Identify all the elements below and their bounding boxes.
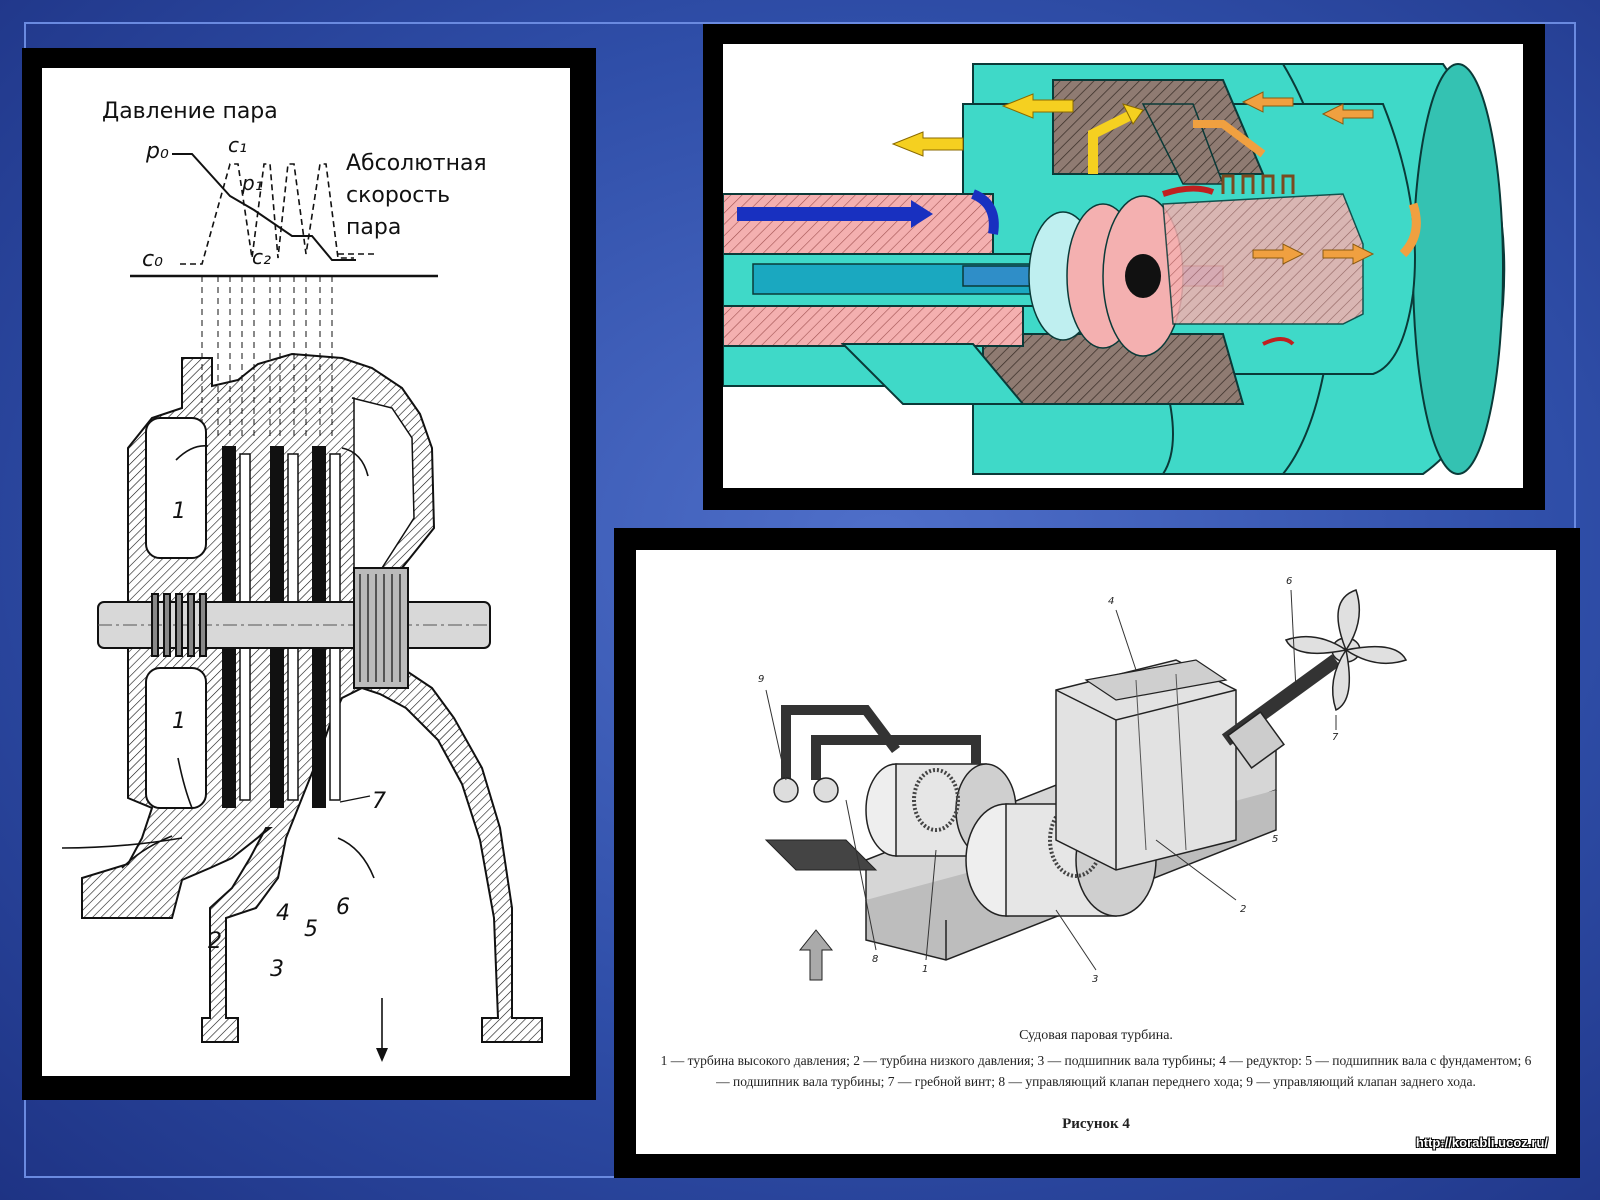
part-label-4: 4 <box>1108 596 1114 607</box>
control-plate <box>764 839 878 871</box>
turbine-cutaway-svg <box>723 63 1506 475</box>
figure-number-label: Рисунок 4 <box>1062 1116 1130 1132</box>
forward-valve <box>813 777 839 803</box>
turbine-cutaway-panel <box>703 24 1545 510</box>
pressure-curve <box>172 153 356 261</box>
part-label-1: 1 <box>922 964 928 975</box>
part-number-5: 5 <box>304 917 318 942</box>
part-number-2: 2 <box>208 929 222 954</box>
p1-label: p₁ <box>241 171 263 195</box>
part-label-3: 3 <box>1092 974 1098 985</box>
turbine-section-drawing: Давление пара p₀ c₁ p₁ c₀ c₂ Абсолютная … <box>42 68 570 1076</box>
part-label-8: 8 <box>872 954 878 965</box>
steam-inlet-arrow <box>798 929 834 981</box>
c0-label: c₀ <box>142 247 163 272</box>
part-number-3: 3 <box>270 957 284 982</box>
part-label-6: 6 <box>1286 576 1292 587</box>
steam-chest-upper <box>145 417 207 559</box>
turbine-cutaway-drawing <box>723 44 1523 488</box>
part-label-5: 5 <box>1272 834 1278 845</box>
part-label-7: 7 <box>1332 732 1339 743</box>
gearbox <box>1055 659 1237 871</box>
abs-velocity-line1: Абсолютная <box>346 151 487 176</box>
internal-flow-arrows <box>1193 91 1421 265</box>
marine-turbine-panel: 9 4 6 7 5 2 3 1 8 Судовая паровая турбин… <box>614 528 1580 1178</box>
part-label-9: 9 <box>758 674 764 685</box>
part-number-6: 6 <box>336 895 350 920</box>
rotor-wheels <box>1028 195 1184 357</box>
steam-piping <box>781 705 981 780</box>
steam-chest-lower <box>145 667 207 809</box>
c1-label: c₁ <box>228 133 247 157</box>
reverse-valve <box>773 777 799 803</box>
blade-rows <box>1221 174 1295 194</box>
exhaust-flow-arrows <box>891 93 1144 174</box>
abs-velocity-line2: скорость <box>346 183 450 208</box>
figure-caption-title: Судовая паровая турбина. <box>1019 1028 1173 1043</box>
p0-label: p₀ <box>145 139 169 164</box>
source-watermark: http://korabli.ucoz.ru/ <box>1415 1135 1548 1150</box>
part-number-4: 4 <box>276 901 290 926</box>
steam-pressure-label: Давление пара <box>102 99 278 124</box>
inlet-pipe <box>723 193 994 255</box>
labyrinth-seal <box>151 593 207 657</box>
leader-lines <box>765 589 1337 971</box>
part-number-1b: 1 <box>172 709 186 734</box>
part-number-7: 7 <box>372 789 386 814</box>
figure-caption-legend: 1 — турбина высокого давления; 2 — турби… <box>660 1053 1532 1089</box>
velocity-curve <box>180 163 354 265</box>
propeller <box>1284 589 1408 712</box>
turbine-section-svg: Давление пара p₀ c₁ p₁ c₀ c₂ Абсолютная … <box>61 99 543 1062</box>
c2-label: c₂ <box>252 245 271 269</box>
marine-turbine-figure: 9 4 6 7 5 2 3 1 8 Судовая паровая турбин… <box>636 550 1556 1154</box>
part-number-1a: 1 <box>172 499 186 524</box>
abs-velocity-line3: пара <box>346 215 401 240</box>
bearing <box>353 567 409 689</box>
part-label-2: 2 <box>1240 904 1246 915</box>
turbine-section-panel: Давление пара p₀ c₁ p₁ c₀ c₂ Абсолютная … <box>22 48 596 1100</box>
marine-turbine-svg: 9 4 6 7 5 2 3 1 8 <box>758 576 1408 985</box>
